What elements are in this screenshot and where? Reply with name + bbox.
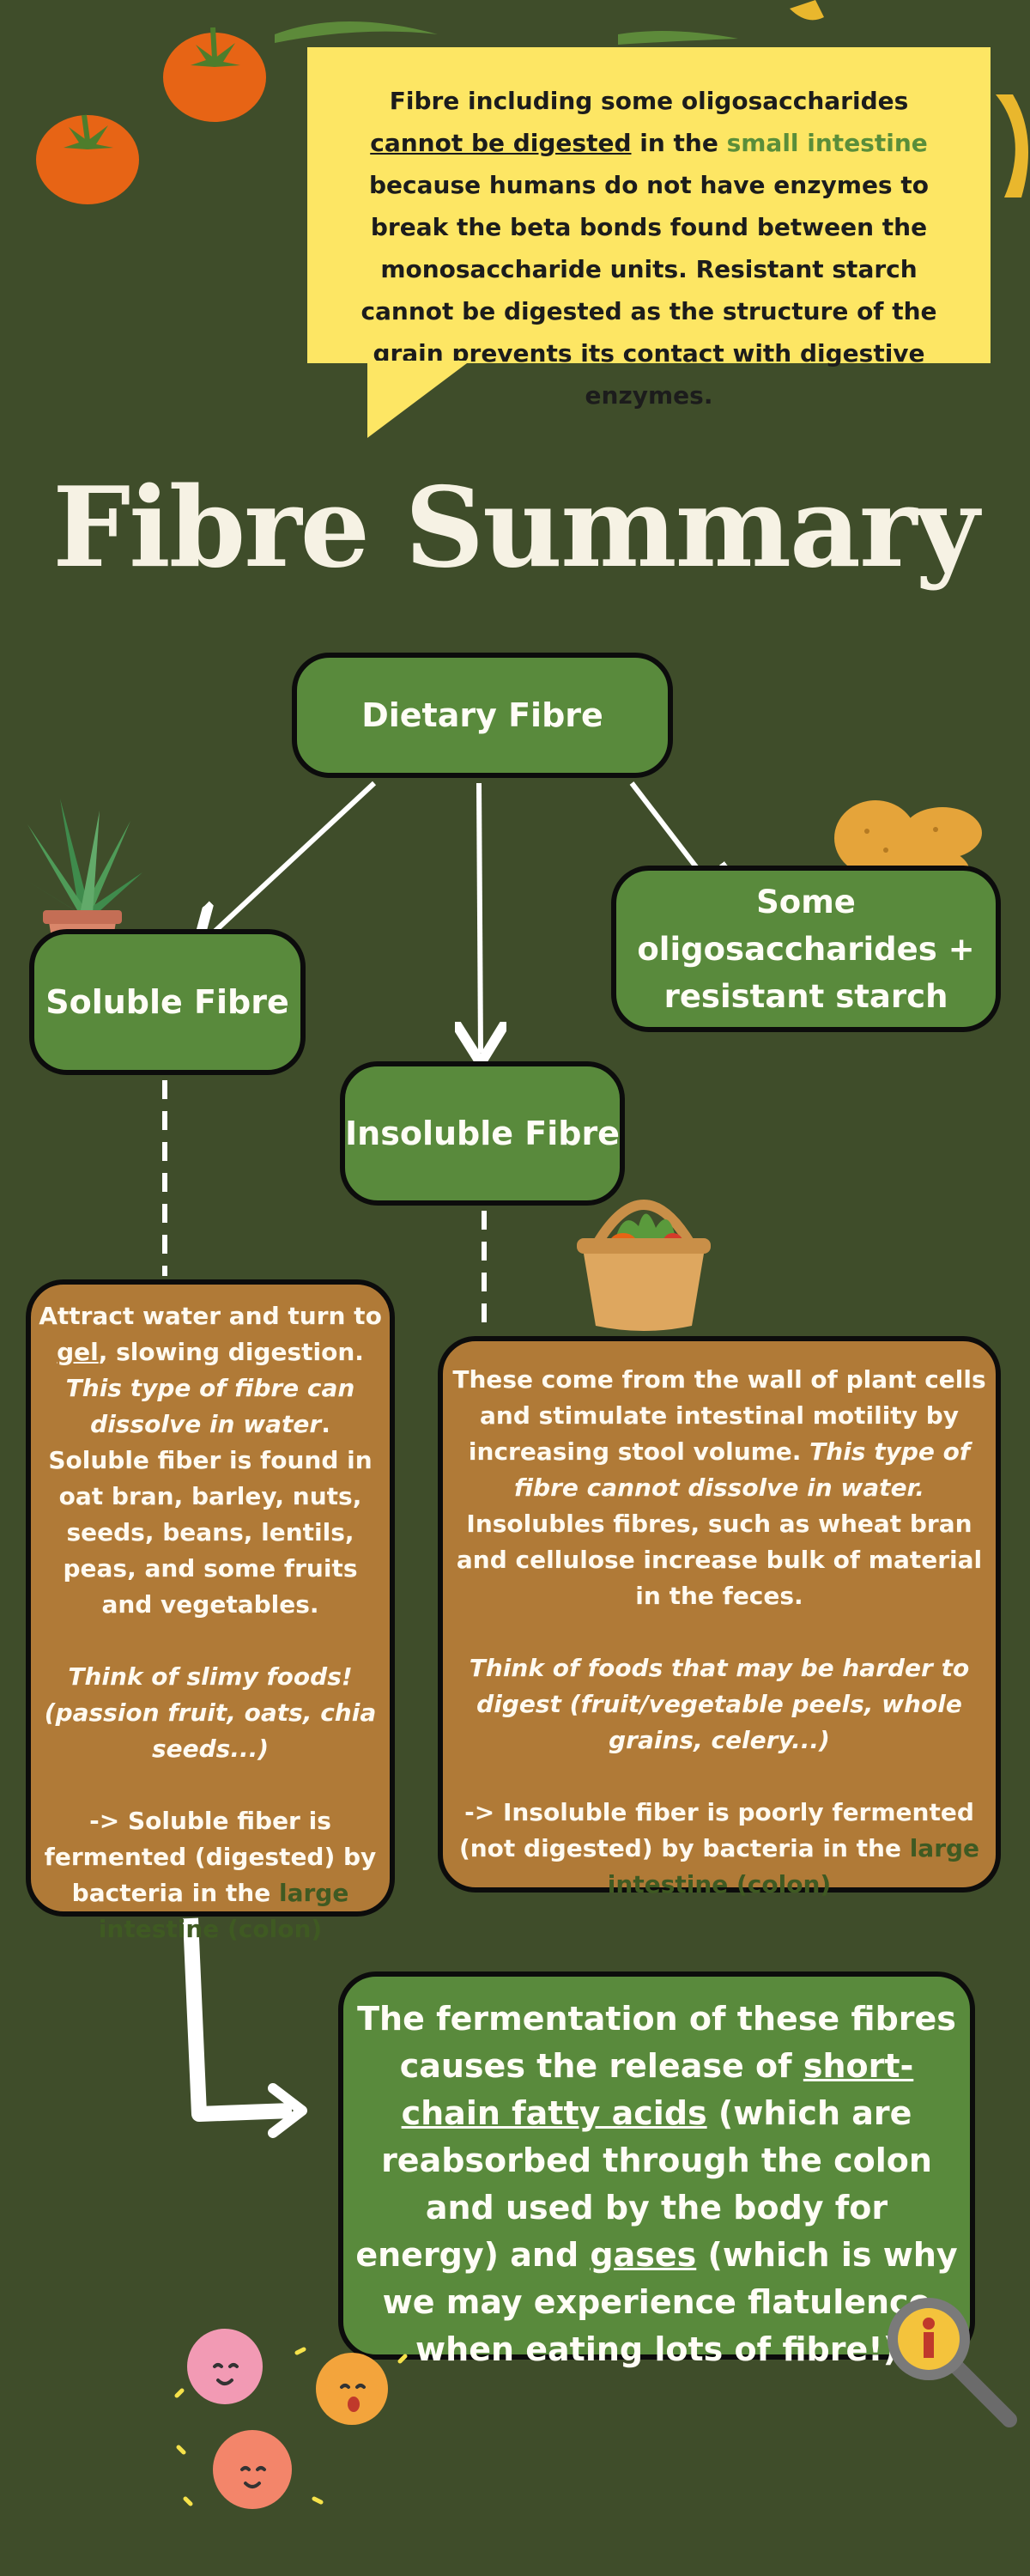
bubble-tail: [367, 361, 470, 438]
bubble-highlight: small intestine: [726, 129, 928, 157]
soluble-fermentation: -> Soluble fiber is fermented (digested)…: [44, 1807, 377, 1943]
banana-icon: [996, 94, 1028, 197]
node-insoluble-fibre: Insoluble Fibre: [340, 1061, 625, 1206]
insoluble-fibre-details: These come from the wall of plant cells …: [438, 1336, 1001, 1899]
bubble-text: Fibre including some oligosaccharides: [389, 87, 909, 115]
tomato-icon: [36, 114, 139, 204]
arrow-to-insoluble: [479, 782, 481, 1053]
bacteria-icon: [174, 2329, 408, 2509]
tomato-icon: [163, 27, 266, 122]
node-oligosaccharides: Some oligosaccharides + resistant starch: [611, 866, 1001, 1032]
arrow-to-ferment: [183, 1917, 293, 2122]
intro-speech-bubble: Fibre including some oligosaccharides ca…: [307, 47, 991, 410]
node-dietary-fibre: Dietary Fibre: [292, 653, 673, 778]
vegetable-basket-icon: [577, 1200, 711, 1331]
magnifier-info-icon: [888, 2298, 1017, 2427]
insoluble-think: Think of foods that may be harder to dig…: [469, 1654, 970, 1754]
soluble-fibre-details: Attract water and turn to gel, slowing d…: [26, 1279, 395, 1943]
bubble-underline: cannot be digested: [370, 129, 632, 157]
page-title: Fibre Summary: [52, 464, 979, 592]
banana-icon: [275, 0, 824, 45]
insoluble-description: These come from the wall of plant cells …: [452, 1365, 986, 1610]
insoluble-fermentation: -> Insoluble fiber is poorly fermented (…: [458, 1798, 980, 1899]
bubble-text: because humans do not have enzymes to br…: [360, 171, 937, 410]
node-soluble-fibre: Soluble Fibre: [29, 929, 306, 1075]
arrow-to-soluble: [204, 781, 377, 941]
bubble-text: in the: [631, 129, 727, 157]
fermentation-summary: The fermentation of these fibres causes …: [338, 1971, 975, 2368]
soluble-think: Think of slimy foods! (passion fruit, oa…: [44, 1662, 377, 1763]
soluble-description: Attract water and turn to gel, slowing d…: [39, 1302, 382, 1619]
